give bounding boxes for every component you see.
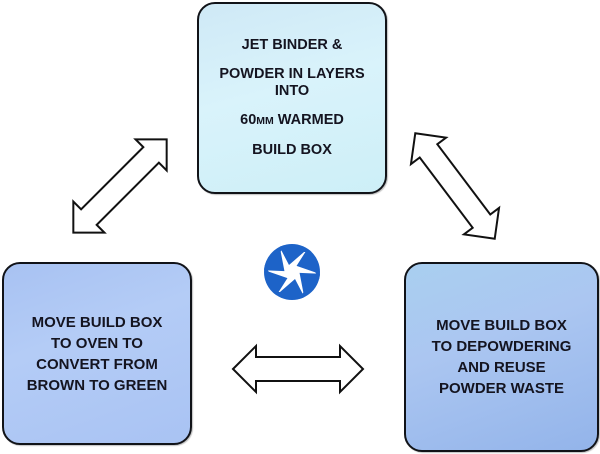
box-text-line: BROWN TO GREEN [26,376,168,394]
box-text-fragment: WARMED [273,112,344,128]
box-text-line: JET BINDER & [241,37,343,53]
double-arrow-top-to-left [72,138,168,234]
double-arrow-top-to-right [409,132,501,240]
aperture-blade [264,256,288,300]
process-box-depowdering: MOVE BUILD BOX TO DEPOWDERING AND REUSE … [404,262,599,452]
box-text-line: MOVE BUILD BOX [31,313,163,331]
camera-aperture-icon [264,244,320,300]
box-text-line: INTO [274,83,310,99]
process-box-binder-jetting: JET BINDER & POWDER IN LAYERS INTO 60MM … [197,2,387,194]
box-text-line: TO DEPOWDERING [431,338,572,355]
measurement-value: 60 [240,112,257,128]
box-text-line: TO OVEN TO [51,334,143,352]
process-box-oven-cure: MOVE BUILD BOX TO OVEN TO CONVERT FROM B… [2,262,192,445]
box-text-line: MOVE BUILD BOX [436,317,567,334]
box-text-line: AND REUSE [457,359,546,376]
aperture-blade [296,244,320,288]
double-arrow-left-right [231,343,365,395]
box-text-line: POWDER IN LAYERS [219,66,365,82]
measurement-unit: MM [256,115,274,127]
aperture-blade [264,244,290,272]
aperture-blade [294,272,320,300]
box-text-line: CONVERT FROM [36,355,158,373]
box-text-line: BUILD BOX [252,142,332,158]
box-text-line: POWDER WASTE [438,380,564,397]
box-text-line: 60MM WARMED [240,112,344,130]
